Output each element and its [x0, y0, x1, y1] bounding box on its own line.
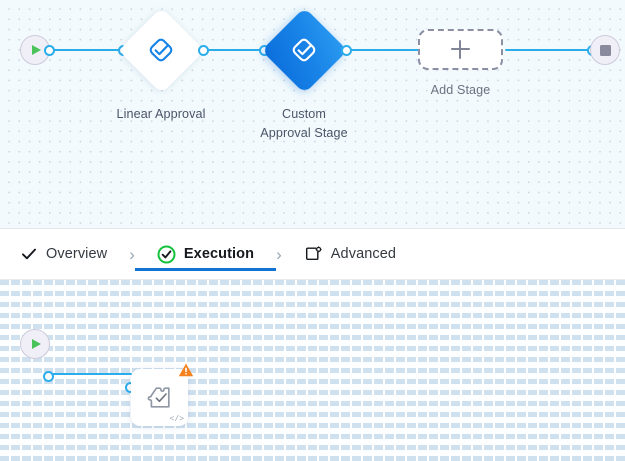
warning-icon[interactable] — [178, 362, 194, 378]
tab-overview[interactable]: Overview — [17, 228, 109, 280]
stage-canvas[interactable]: Linear Approval Custom Approval Stage Ad… — [0, 0, 625, 228]
puzzle-check-icon — [146, 384, 174, 412]
add-stage-label: Add Stage — [430, 83, 491, 97]
step-canvas[interactable]: </> Custom Approval Add Step — [0, 280, 625, 461]
node-custom-approval-stage[interactable] — [260, 6, 348, 94]
port-start-out[interactable] — [44, 44, 55, 56]
node-linear-approval[interactable] — [117, 6, 205, 94]
edge-custom-to-add-stage — [346, 49, 419, 52]
check-circle-icon — [157, 245, 176, 264]
port-step-start-out[interactable] — [43, 370, 54, 382]
node-custom-approval[interactable]: </> — [131, 363, 194, 427]
port-linear-approval-out[interactable] — [198, 44, 209, 56]
node-label-custom-approval-stage: Custom Approval Stage — [260, 107, 348, 140]
step-start-node[interactable] — [20, 329, 50, 359]
edge-start-to-custom-approval — [46, 373, 132, 376]
code-badge-icon: </> — [169, 415, 184, 425]
window-settings-icon — [304, 245, 323, 264]
play-icon — [32, 45, 41, 55]
edge-start-to-linear-approval — [46, 49, 124, 52]
edge-add-stage-to-end — [505, 49, 593, 52]
port-custom-stage-out[interactable] — [341, 44, 352, 56]
tab-advanced-label: Advanced — [330, 246, 397, 262]
tab-execution[interactable]: Execution — [134, 228, 277, 280]
node-shape — [117, 6, 205, 94]
tab-separator: › — [276, 244, 282, 264]
tab-execution-label: Execution — [183, 246, 255, 262]
edge-linear-to-custom — [203, 49, 265, 52]
stop-icon — [599, 44, 611, 56]
play-icon — [32, 339, 41, 349]
stage-end-node[interactable] — [590, 35, 620, 65]
tab-overview-label: Overview — [46, 246, 108, 262]
tab-advanced[interactable]: Advanced — [302, 228, 398, 280]
add-stage-button[interactable] — [418, 29, 503, 70]
tab-separator: › — [129, 244, 135, 264]
tab-bar: Overview › Execution › Advanced — [0, 228, 625, 280]
node-label-linear-approval: Linear Approval — [116, 107, 206, 121]
node-shape — [260, 6, 348, 94]
check-icon — [19, 245, 38, 264]
plus-icon — [451, 40, 470, 59]
